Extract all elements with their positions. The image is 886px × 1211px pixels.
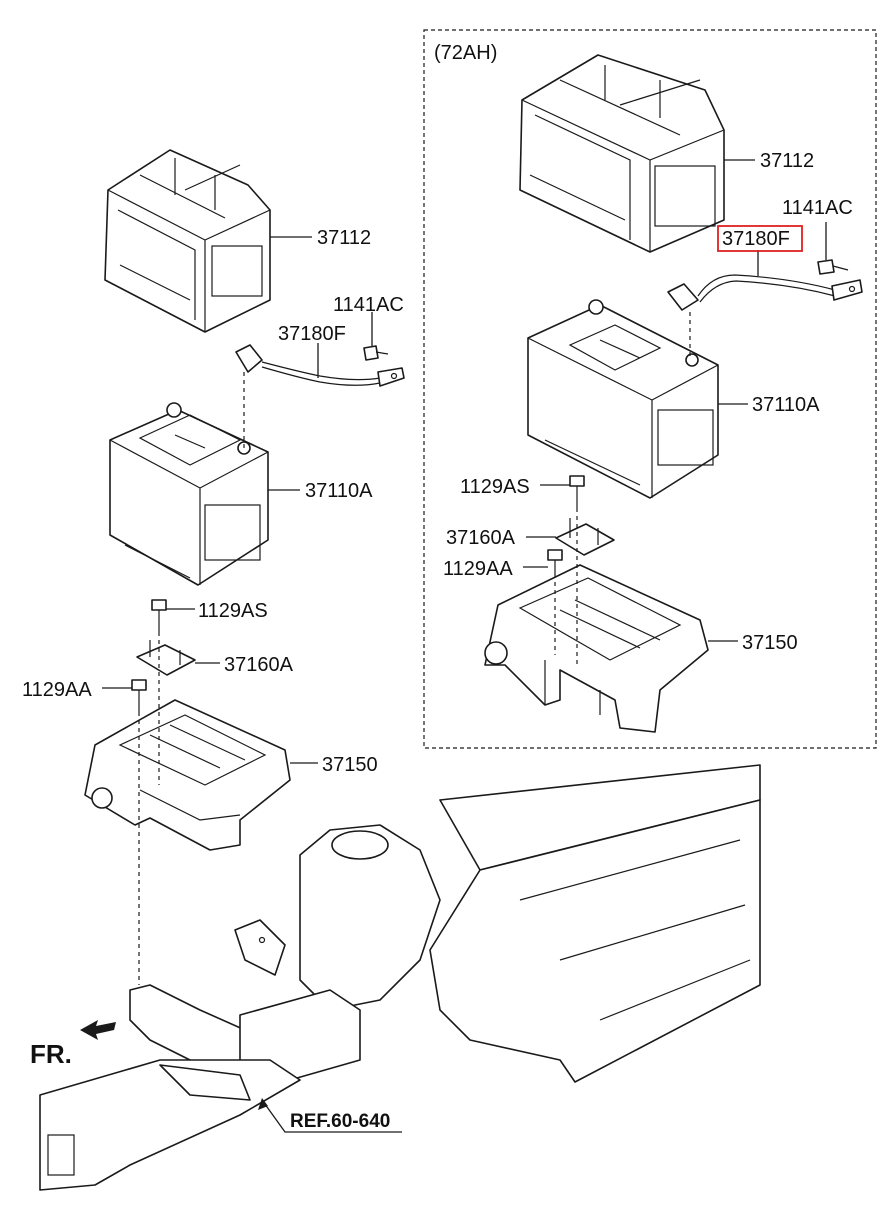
ref-arrow-head [258,1098,268,1110]
right-clamp[interactable] [555,518,615,556]
left-clamp[interactable] [136,640,196,676]
left-label-1141AC: 1141AC [333,294,404,316]
left-bolt-1129as[interactable] [151,599,167,632]
left-battery-tray[interactable] [84,699,291,851]
right-label-37150: 37150 [742,632,798,654]
left-battery[interactable] [109,402,269,586]
left-label-37160A: 37160A [224,654,294,676]
front-marker: FR. [30,1039,72,1069]
right-label-37112: 37112 [760,150,814,172]
front-arrow-icon [80,1020,116,1040]
variant-box [423,29,877,749]
left-bolt-1141ac[interactable] [363,345,389,361]
right-cable-highlight [717,225,803,252]
right-tray-cover[interactable] [519,54,725,253]
left-label-37180F: 37180F [278,323,346,345]
left-label-37150: 37150 [322,754,378,776]
right-battery-cable[interactable] [667,274,863,311]
right-bolt-1129as[interactable] [569,475,585,508]
right-label-1129AA: 1129AA [443,558,513,580]
left-label-37110A: 37110A [305,480,373,502]
left-label-1129AA: 1129AA [22,679,92,701]
left-battery-cable[interactable] [235,344,405,387]
right-battery[interactable] [527,299,719,499]
body-frame [39,764,761,1191]
right-label-37180F[interactable]: 37180F [722,228,790,250]
right-battery-tray[interactable] [484,564,709,733]
right-label-1141AC: 1141AC [782,197,853,219]
right-bolt-1141ac[interactable] [817,259,849,275]
right-label-37160A: 37160A [446,527,516,549]
left-bolt-1129aa[interactable] [131,679,147,712]
variant-box-label: (72AH) [434,42,497,64]
left-label-1129AS: 1129AS [198,600,268,622]
right-label-1129AS: 1129AS [460,476,530,498]
left-tray-cover[interactable] [104,149,271,333]
ref-label[interactable]: REF.60-640 [290,1111,390,1132]
left-label-37112: 37112 [317,227,371,249]
right-label-37110A: 37110A [752,394,820,416]
